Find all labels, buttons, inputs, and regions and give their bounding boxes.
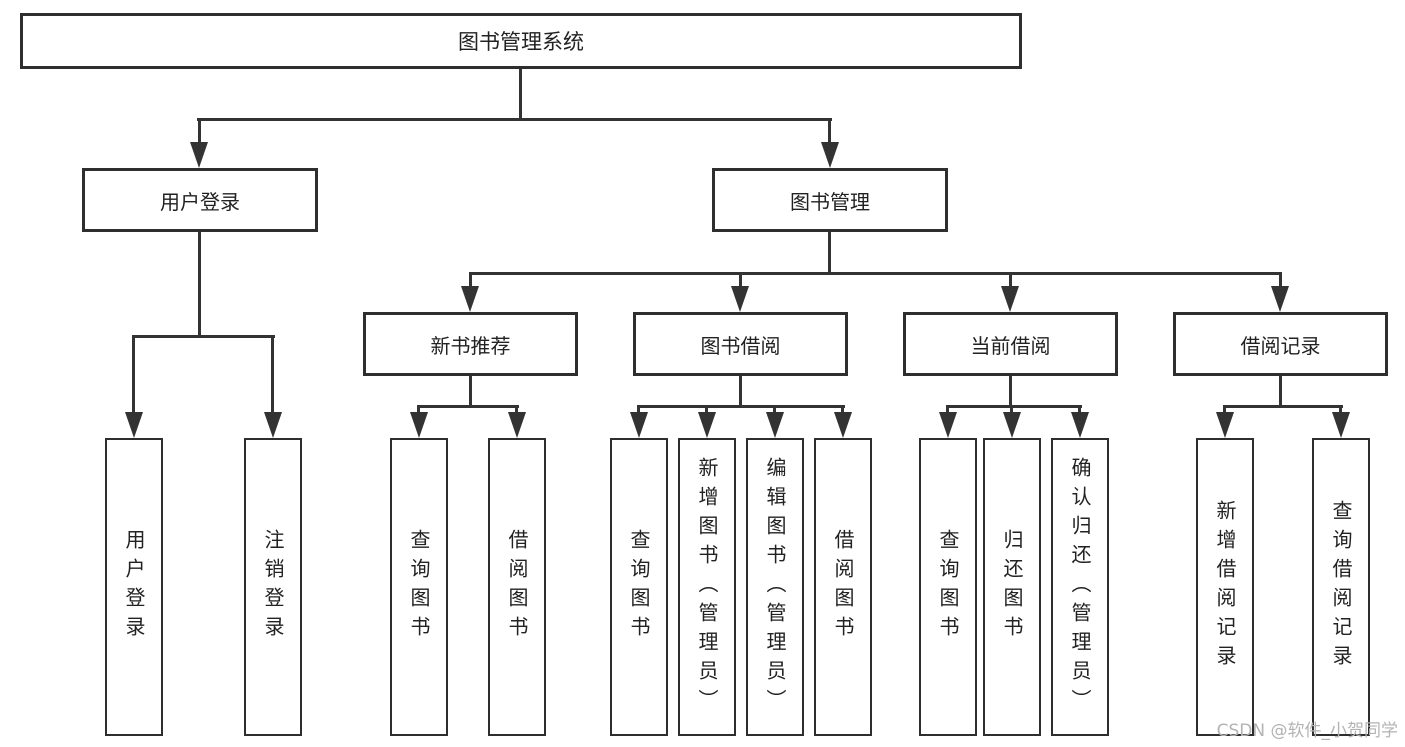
arrowhead-icon: [766, 412, 784, 438]
leaf-current-confirm-return: 确认归还（管理员）: [1051, 438, 1109, 736]
connector-drop: [417, 405, 420, 414]
connector-root-stem: [519, 69, 522, 121]
connector-drop: [739, 272, 742, 290]
node-book-borrow: 图书借阅: [633, 312, 848, 376]
leaf-borrow-query-books: 查询图书: [610, 438, 668, 736]
arrowhead-icon: [461, 286, 479, 312]
leaf-user-login-label: 用户登录: [122, 529, 146, 645]
node-user-login-label: 用户登录: [160, 189, 240, 214]
connector-records-stem: [1279, 376, 1282, 408]
leaf-borrow-edit-books: 编辑图书（管理员）: [746, 438, 804, 736]
leaf-records-add-record-label: 新增借阅记录: [1213, 500, 1237, 674]
arrowhead-icon: [1003, 412, 1021, 438]
leaf-borrow-borrow-books: 借阅图书: [814, 438, 872, 736]
arrowhead-icon: [834, 412, 852, 438]
connector-rec-rail: [417, 405, 519, 408]
connector-drop: [773, 405, 776, 414]
connector-drop: [1010, 405, 1013, 414]
connector-drop: [1078, 405, 1081, 414]
connector-borrow-stem: [739, 376, 742, 408]
connector-mgmt-rail: [469, 272, 1282, 275]
arrowhead-icon: [125, 412, 143, 438]
connector-mgmt-stem: [828, 232, 831, 275]
node-book-management: 图书管理: [712, 168, 948, 232]
csdn-watermark: CSDN @软件_小贺同学: [1216, 721, 1398, 741]
leaf-records-query-record: 查询借阅记录: [1312, 438, 1370, 736]
leaf-borrow-add-books: 新增图书（管理员）: [678, 438, 736, 736]
arrowhead-icon: [1332, 412, 1350, 438]
connector-drop: [132, 335, 135, 414]
connector-drop: [705, 405, 708, 414]
leaf-logout-label: 注销登录: [261, 529, 285, 645]
connector-drop: [1009, 272, 1012, 290]
connector-drop: [1223, 405, 1226, 414]
connector-current-rail: [946, 405, 1082, 408]
leaf-rec-borrow-books: 借阅图书: [488, 438, 546, 736]
leaf-rec-borrow-books-label: 借阅图书: [505, 529, 529, 645]
leaf-records-add-record: 新增借阅记录: [1196, 438, 1254, 736]
node-root: 图书管理系统: [20, 13, 1022, 69]
leaf-current-query-books: 查询图书: [919, 438, 977, 736]
leaf-current-confirm-return-label: 确认归还（管理员）: [1068, 456, 1092, 718]
leaf-borrow-borrow-books-label: 借阅图书: [831, 529, 855, 645]
arrowhead-icon: [1071, 412, 1089, 438]
arrowhead-icon: [1271, 286, 1289, 312]
leaf-current-return-books: 归还图书: [983, 438, 1041, 736]
connector-user-stem: [198, 232, 201, 338]
leaf-rec-query-books-label: 查询图书: [407, 529, 431, 645]
node-borrow-records: 借阅记录: [1173, 312, 1388, 376]
connector-drop: [946, 405, 949, 414]
connector-drop: [828, 118, 831, 144]
connector-drop: [271, 335, 274, 414]
connector-drop: [841, 405, 844, 414]
node-borrow-records-label: 借阅记录: [1240, 333, 1321, 358]
node-book-management-label: 图书管理: [790, 189, 870, 214]
node-current-borrow: 当前借阅: [903, 312, 1118, 376]
arrowhead-icon: [1001, 286, 1019, 312]
leaf-borrow-query-books-label: 查询图书: [627, 529, 651, 645]
node-new-book-recommend-label: 新书推荐: [430, 333, 511, 358]
connector-drop: [515, 405, 518, 414]
node-new-book-recommend: 新书推荐: [363, 312, 578, 376]
arrowhead-icon: [190, 142, 208, 168]
node-book-borrow-label: 图书借阅: [700, 333, 781, 358]
leaf-records-query-record-label: 查询借阅记录: [1329, 500, 1353, 674]
leaf-user-login: 用户登录: [105, 438, 163, 736]
arrowhead-icon: [630, 412, 648, 438]
arrowhead-icon: [731, 286, 749, 312]
leaf-current-return-books-label: 归还图书: [1000, 529, 1024, 645]
connector-borrow-rail: [637, 405, 845, 408]
arrowhead-icon: [1216, 412, 1234, 438]
connector-records-rail: [1223, 405, 1343, 408]
leaf-rec-query-books: 查询图书: [390, 438, 448, 736]
connector-drop: [1339, 405, 1342, 414]
leaf-current-query-books-label: 查询图书: [936, 529, 960, 645]
connector-drop: [198, 118, 201, 144]
arrowhead-icon: [264, 412, 282, 438]
connector-drop: [637, 405, 640, 414]
connector-current-stem: [1009, 376, 1012, 408]
connector-drop: [1279, 272, 1282, 290]
node-user-login: 用户登录: [82, 168, 318, 232]
connector-drop: [469, 272, 472, 290]
connector-rec-stem: [469, 376, 472, 408]
leaf-borrow-edit-books-label: 编辑图书（管理员）: [763, 456, 787, 718]
leaf-borrow-add-books-label: 新增图书（管理员）: [695, 456, 719, 718]
leaf-logout: 注销登录: [244, 438, 302, 736]
node-root-label: 图书管理系统: [458, 30, 584, 54]
node-current-borrow-label: 当前借阅: [970, 333, 1051, 358]
arrowhead-icon: [410, 412, 428, 438]
connector-user-rail: [132, 335, 275, 338]
arrowhead-icon: [698, 412, 716, 438]
connector-root-rail: [197, 118, 832, 121]
arrowhead-icon: [821, 142, 839, 168]
arrowhead-icon: [939, 412, 957, 438]
arrowhead-icon: [508, 412, 526, 438]
